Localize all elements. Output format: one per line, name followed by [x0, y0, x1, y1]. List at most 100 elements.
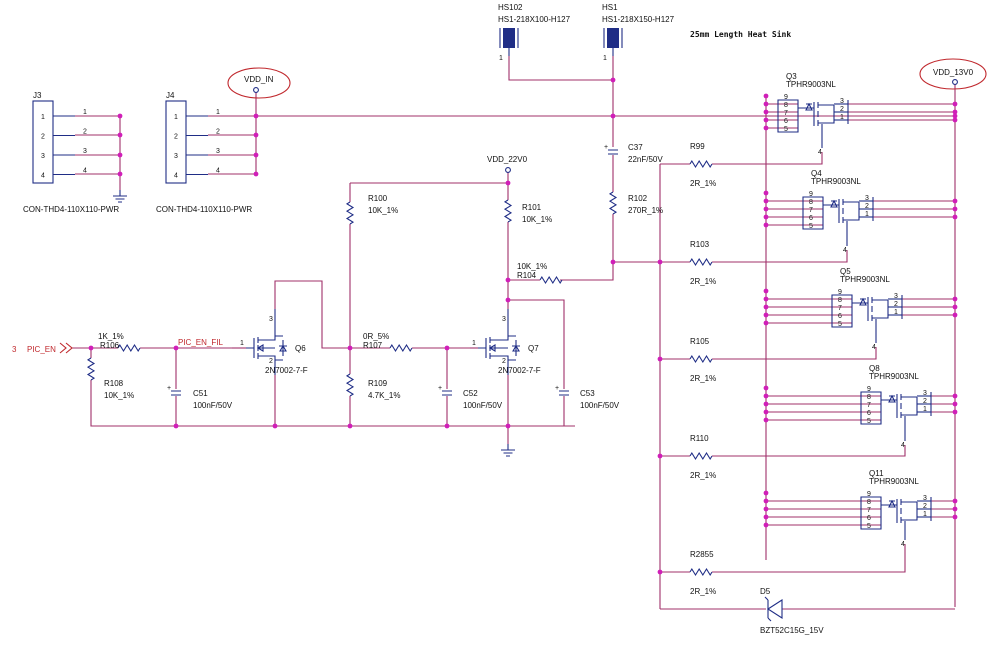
zener-ref: D5 [760, 587, 771, 596]
power-fet-pin-number: 2 [894, 301, 898, 308]
power-fet-diode [805, 102, 813, 111]
junction-dot [952, 514, 958, 520]
fet-value: 2N7002-7-F [498, 366, 541, 375]
junction-dot [763, 514, 769, 520]
junction-dot [763, 190, 769, 196]
connector-pin-number: 1 [41, 114, 45, 121]
resistor-ref: R105 [690, 337, 710, 346]
resistor-ref: R110 [690, 434, 709, 443]
junction-dot [610, 259, 616, 265]
connector-pin-number: 4 [41, 173, 45, 180]
power-fet-value: TPHR9003NL [869, 372, 919, 381]
power-fet-ref: Q3 [786, 72, 797, 81]
net-label-pic-en: PIC_EN [27, 345, 56, 354]
net-label-vdd-22v0: VDD_22V0 [487, 155, 528, 164]
power-fet-channel [823, 199, 860, 223]
connector-value: CON-THD4-110X110-PWR [156, 205, 252, 214]
net-port-symbol [253, 87, 259, 93]
power-fet-pin-number: 8 [838, 297, 842, 304]
power-fet-pin-number: 3 [923, 390, 927, 397]
resistor-symbol [689, 451, 713, 461]
power-fet-ref: Q8 [869, 364, 880, 373]
fet-pin-number: 3 [269, 316, 273, 323]
capacitor-value: 100nF/50V [580, 401, 620, 410]
junctions [88, 77, 958, 575]
junction-dot [505, 423, 511, 429]
wire [508, 56, 614, 116]
zener-value: BZT52C15G_15V [760, 626, 824, 635]
wires [72, 56, 956, 610]
power-fet-pin-number: 5 [867, 418, 871, 425]
connector-pin-number: 3 [174, 153, 178, 160]
junction-dot [952, 312, 958, 318]
heat-sink-pin: 1 [603, 55, 607, 62]
resistor-symbol [689, 159, 713, 169]
junction-dot [952, 101, 958, 107]
power-fet-pin-number: 1 [923, 511, 927, 518]
heat-sink-fins [603, 28, 623, 48]
fet-diode-lead [275, 335, 283, 361]
power-fet-diode [888, 394, 896, 403]
connector-body [165, 100, 187, 184]
power-fet-pin-number: 4 [818, 149, 822, 156]
capacitor-value: 22nF/50V [628, 155, 663, 164]
junction-dot [88, 345, 94, 351]
highlight-circle [227, 67, 291, 99]
resistor-symbol [389, 343, 413, 353]
resistor-symbol [689, 257, 713, 267]
heat-sink-value: HS1-218X100-H127 [498, 15, 571, 24]
junction-dot [763, 125, 769, 131]
resistor-value: 2R_1% [690, 374, 716, 383]
junction-dot [763, 498, 769, 504]
power-fet-diode [859, 297, 867, 306]
connector-pin-number: 1 [174, 114, 178, 121]
resistor-value: 2R_1% [690, 587, 716, 596]
junction-dot [117, 113, 123, 119]
heat-sink-body [607, 28, 619, 48]
heat-sink-ref: HS1 [602, 3, 618, 12]
power-fet-value: TPHR9003NL [786, 80, 836, 89]
power-fet-pin-number: 3 [923, 495, 927, 502]
connector-body [32, 100, 54, 184]
power-fet-diode [830, 199, 838, 208]
junction-dot [763, 320, 769, 326]
resistor-ref: R108 [104, 379, 124, 388]
fet-channel [258, 309, 276, 375]
power-fet-ref: Q5 [840, 267, 851, 276]
power-fet-pin-number: 5 [809, 223, 813, 230]
junction-dot [347, 345, 353, 351]
resistor-value: 10K_1% [522, 215, 552, 224]
power-fet-pin-number: 9 [838, 289, 842, 296]
junction-dot [610, 77, 616, 83]
wire [90, 380, 575, 427]
junction-dot [173, 345, 179, 351]
junction-dot [253, 113, 259, 119]
resistor-symbol [86, 357, 96, 381]
junction-dot [253, 152, 259, 158]
junction-dot [763, 304, 769, 310]
power-fet-pin-number: 1 [894, 309, 898, 316]
junction-dot [657, 453, 663, 459]
power-fet-pin-number: 1 [923, 406, 927, 413]
junction-dot [763, 109, 769, 115]
fet-body-diode [512, 340, 520, 356]
connector-ref: J3 [33, 91, 42, 100]
power-fet-pin-number: 4 [901, 541, 905, 548]
connector-pin-number: 1 [83, 109, 87, 116]
wire [712, 250, 848, 263]
power-fet-pin-number: 7 [784, 110, 788, 117]
resistor-value: 0R_5% [363, 332, 389, 341]
net-label-vdd-in: VDD_IN [244, 75, 274, 84]
junction-dot [763, 506, 769, 512]
power-fet-pin-number: 6 [867, 515, 871, 522]
resistor-ref: R109 [368, 379, 388, 388]
resistor-value: 10K_1% [517, 262, 547, 271]
junction-dot [763, 409, 769, 415]
wire [712, 544, 906, 573]
junction-dot [952, 498, 958, 504]
fet-arrow [488, 344, 496, 352]
junction-dot [952, 296, 958, 302]
junction-dot [763, 198, 769, 204]
resistor-symbol [608, 191, 618, 215]
